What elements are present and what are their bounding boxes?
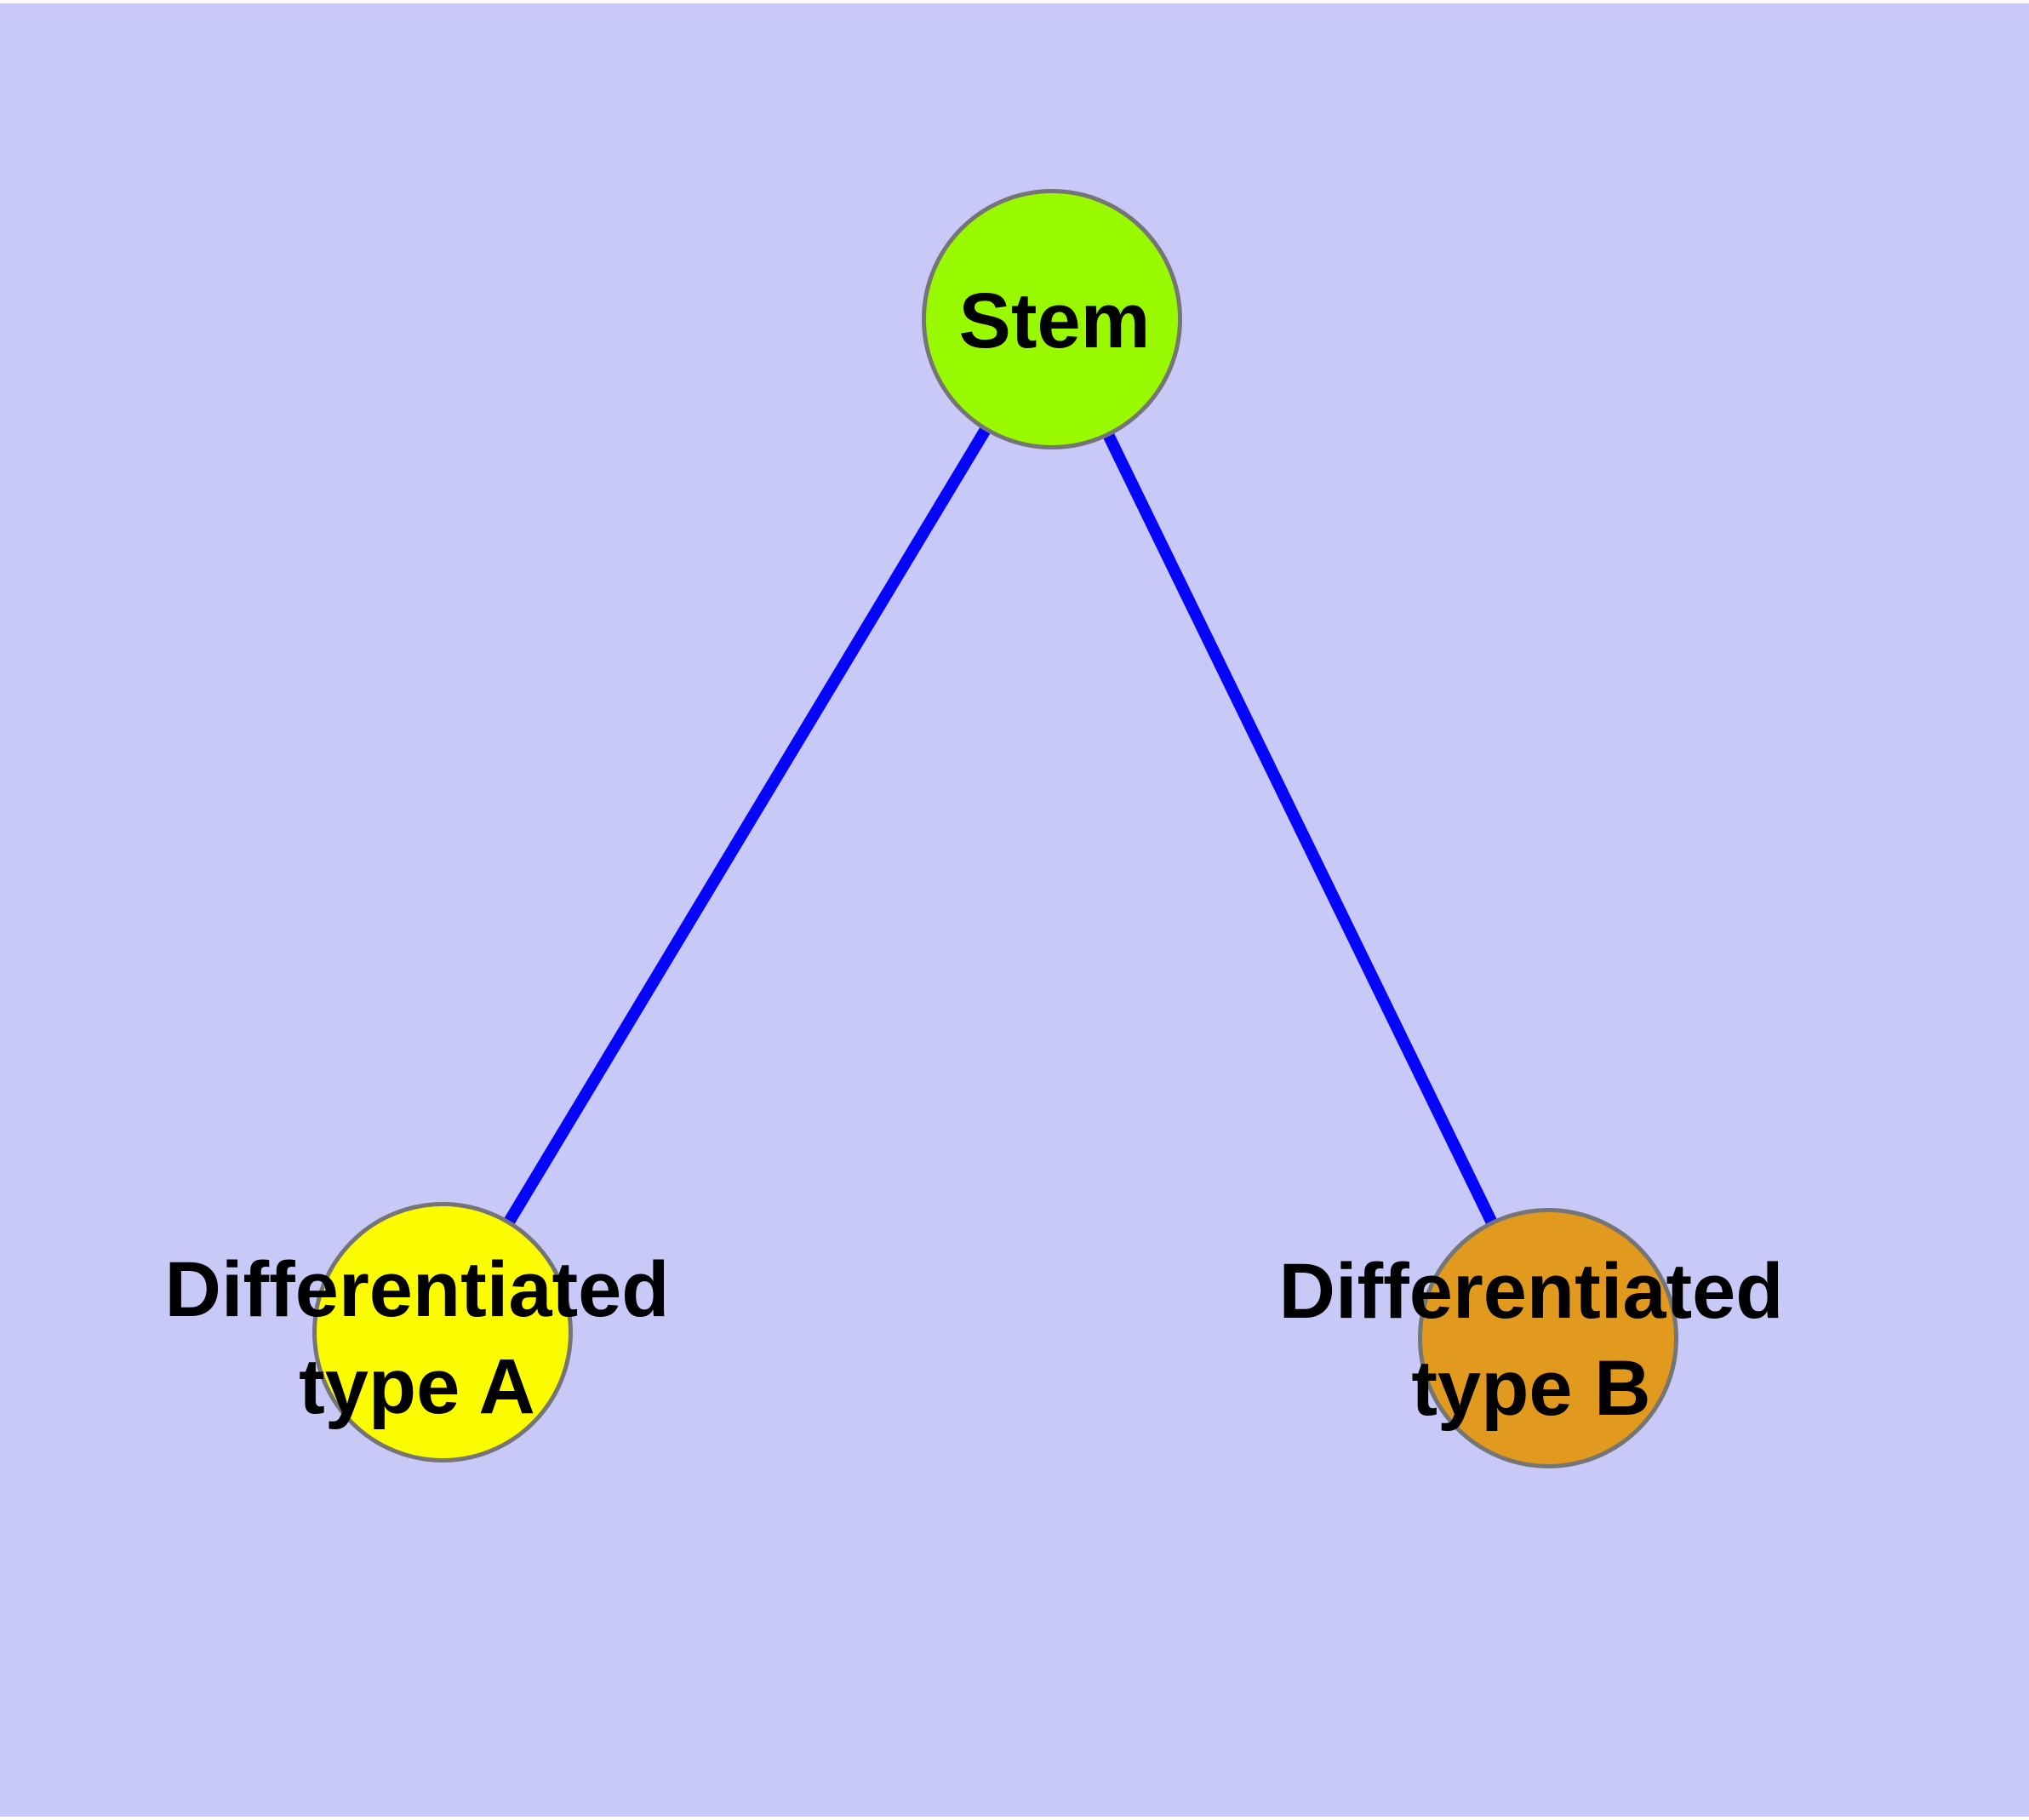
bottom-window-strip bbox=[0, 1817, 2029, 1820]
edge-stem-to-type-b bbox=[1046, 316, 1554, 1342]
label-line-1: Differentiated bbox=[1278, 1248, 1784, 1335]
node-differentiated-type-a bbox=[312, 1202, 573, 1462]
label-line-2: type B bbox=[1411, 1345, 1651, 1432]
top-window-strip bbox=[0, 0, 2029, 3]
node-label-differentiated-type-b: Differentiated type B bbox=[1279, 1243, 1784, 1437]
node-differentiated-type-b bbox=[1418, 1208, 1678, 1468]
label-line-1: Differentiated bbox=[164, 1246, 670, 1333]
node-label-differentiated-type-a: Differentiated type A bbox=[165, 1241, 670, 1435]
node-label-stem: Stem bbox=[958, 278, 1151, 364]
node-stem bbox=[922, 189, 1182, 449]
label-line-2: type A bbox=[299, 1343, 535, 1430]
edge-stem-to-type-a bbox=[437, 316, 1057, 1336]
